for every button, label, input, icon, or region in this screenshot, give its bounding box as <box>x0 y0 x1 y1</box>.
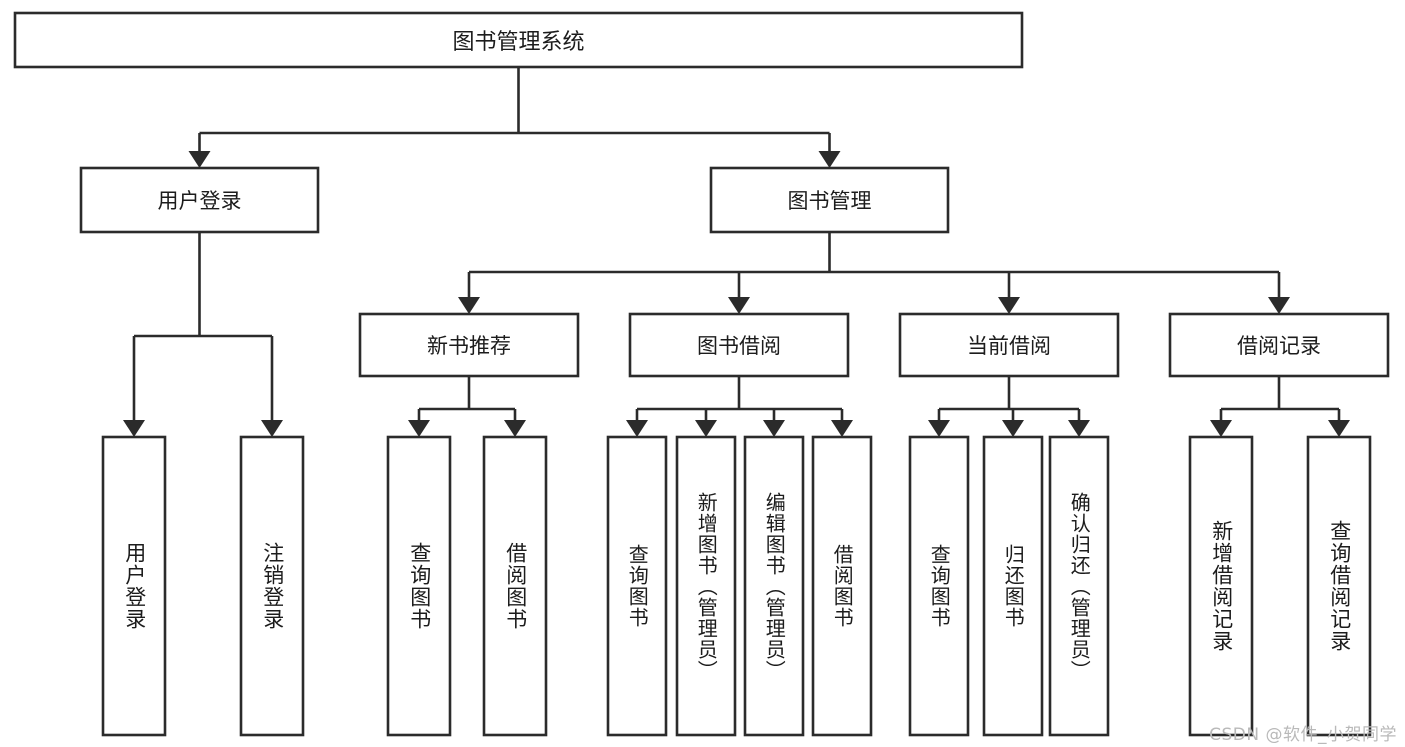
node-box-user-login[interactable] <box>79 166 320 234</box>
connector-arrowhead <box>998 297 1020 314</box>
connector-arrowhead <box>1002 420 1024 437</box>
node-box-leaf-edit-book[interactable] <box>743 435 805 737</box>
node-box-leaf-query-book-1[interactable] <box>386 435 452 737</box>
connector-arrowhead <box>261 420 283 437</box>
node-box-new-book-rec[interactable] <box>358 312 580 378</box>
node-box-book-manage[interactable] <box>709 166 950 234</box>
connector-arrowhead <box>408 420 430 437</box>
node-box-leaf-add-record[interactable] <box>1188 435 1254 737</box>
connector-arrowhead <box>504 420 526 437</box>
node-box-leaf-confirm-return[interactable] <box>1048 435 1110 737</box>
node-box-leaf-query-book-3[interactable] <box>908 435 970 737</box>
node-box-leaf-query-record[interactable] <box>1306 435 1372 737</box>
node-box-book-borrow[interactable] <box>628 312 850 378</box>
node-box-leaf-borrow-book-1[interactable] <box>482 435 548 737</box>
connector-arrowhead <box>1210 420 1232 437</box>
connector-arrowhead <box>626 420 648 437</box>
connector-arrowhead <box>458 297 480 314</box>
connector-arrowhead <box>763 420 785 437</box>
node-box-root[interactable] <box>13 11 1024 69</box>
node-box-leaf-user-login[interactable] <box>101 435 167 737</box>
connector-arrowhead <box>1328 420 1350 437</box>
connector-arrowhead <box>818 151 841 168</box>
connector-arrowhead <box>928 420 950 437</box>
connector-arrowhead <box>695 420 717 437</box>
node-box-leaf-query-book-2[interactable] <box>606 435 668 737</box>
node-box-leaf-return-book[interactable] <box>982 435 1044 737</box>
connector-arrowhead <box>123 420 145 437</box>
connector-arrowhead <box>831 420 853 437</box>
node-box-borrow-record[interactable] <box>1168 312 1390 378</box>
node-box-leaf-user-logout[interactable] <box>239 435 305 737</box>
connector-arrowhead <box>1268 297 1290 314</box>
connector-arrowhead <box>1068 420 1090 437</box>
watermark-text: CSDN @软件_小贺同学 <box>1209 725 1397 745</box>
connector-arrowhead <box>188 151 211 168</box>
node-box-leaf-borrow-book-2[interactable] <box>811 435 873 737</box>
node-box-leaf-add-book[interactable] <box>675 435 737 737</box>
connector-arrowhead <box>728 297 750 314</box>
node-box-current-borrow[interactable] <box>898 312 1120 378</box>
